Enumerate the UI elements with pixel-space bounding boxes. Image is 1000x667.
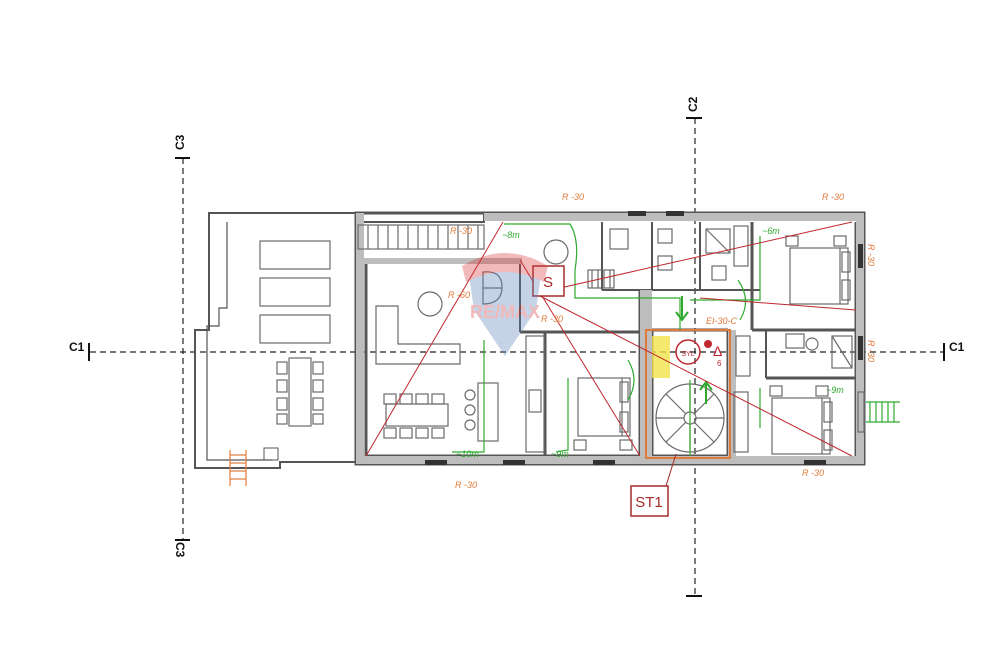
stair-core bbox=[645, 329, 731, 459]
route-arrow-top bbox=[675, 296, 689, 322]
route-label-living: ~10m bbox=[456, 449, 479, 459]
building-walls bbox=[194, 211, 866, 469]
hydrant-circle bbox=[675, 339, 701, 365]
core-symbol: Δ bbox=[713, 343, 722, 359]
dim-bottom-right: R -30 bbox=[802, 468, 824, 478]
watermark: RE/MAX bbox=[462, 253, 548, 356]
axis-c3-bottom-label: C3 bbox=[173, 542, 187, 558]
escape-routes bbox=[452, 223, 761, 456]
tank-circle bbox=[543, 239, 569, 265]
ladder-left bbox=[229, 450, 247, 486]
axis-c2-top-label: C2 bbox=[686, 96, 700, 112]
bed-top-right bbox=[789, 247, 849, 305]
bath-shower-2 bbox=[705, 228, 731, 254]
section-axes: C1 C1 C2 C3 C3 bbox=[69, 96, 965, 597]
axis-c1-right-label: C1 bbox=[949, 340, 965, 354]
lounger-2 bbox=[259, 277, 331, 307]
sofa bbox=[375, 305, 461, 365]
dim-living-upper: R -60 bbox=[448, 290, 470, 300]
steps-right bbox=[866, 401, 900, 423]
bath-shower-3 bbox=[831, 335, 853, 369]
kitchen-island bbox=[477, 382, 499, 442]
lounger-3 bbox=[259, 314, 331, 344]
extinguisher-icon bbox=[704, 340, 712, 348]
route-arrow-stair bbox=[699, 380, 713, 404]
dimension-labels: R -30 R -30 R -30 R -60 R -30 R -30 R -3… bbox=[448, 192, 876, 490]
route-label-bedroom-right: ~9m bbox=[826, 385, 844, 395]
bath-shower-1 bbox=[609, 228, 629, 250]
kitchen-counter bbox=[525, 335, 545, 453]
dim-stair-core: EI-30-C bbox=[706, 316, 738, 326]
bed-bottom-right bbox=[771, 397, 831, 455]
watermark-balloon-icon bbox=[468, 260, 542, 356]
fire-lines bbox=[365, 221, 857, 457]
dim-right-mid: R -30 bbox=[866, 340, 876, 362]
watermark-text: RE/MAX bbox=[470, 302, 540, 322]
stair-top-left bbox=[357, 224, 485, 250]
terrace-table bbox=[288, 357, 312, 427]
dim-top-right: R -30 bbox=[822, 192, 844, 202]
coffee-table bbox=[417, 291, 443, 317]
axis-c3-top-label: C3 bbox=[173, 134, 187, 150]
lounger-1 bbox=[259, 240, 331, 270]
dim-bottom-center: R -30 bbox=[455, 480, 477, 490]
windows bbox=[263, 211, 863, 465]
tag-s: S bbox=[532, 265, 565, 297]
dim-right-top: R -30 bbox=[866, 244, 876, 266]
core-number: 6 bbox=[717, 359, 722, 368]
tag-st1: ST1 bbox=[630, 485, 669, 517]
route-label-top-left: ~8m bbox=[502, 230, 520, 240]
fixtures bbox=[259, 224, 865, 455]
tag-st1-leader bbox=[665, 453, 677, 487]
tag-st1-label: ST1 bbox=[635, 494, 663, 511]
stair-highlight bbox=[652, 336, 670, 378]
armchair bbox=[482, 271, 503, 305]
tag-s-label: S bbox=[543, 274, 553, 291]
route-labels: ~8m ~6m ~10m ~9m ~9m bbox=[456, 226, 844, 459]
route-label-bedroom-mid: ~9m bbox=[551, 449, 569, 459]
dim-bedroom-mid: R -30 bbox=[541, 314, 563, 324]
wardrobe bbox=[587, 269, 615, 289]
route-label-top-right: ~6m bbox=[762, 226, 780, 236]
hydrant-label: SYL bbox=[681, 351, 694, 358]
dining-table bbox=[385, 403, 449, 427]
terrace-outline bbox=[194, 212, 485, 469]
dim-stair-top: R -30 bbox=[450, 226, 472, 236]
axis-c1-left-label: C1 bbox=[69, 340, 85, 354]
external-stairs bbox=[229, 401, 900, 486]
bed-middle bbox=[577, 377, 631, 437]
dim-top-center: R -30 bbox=[562, 192, 584, 202]
